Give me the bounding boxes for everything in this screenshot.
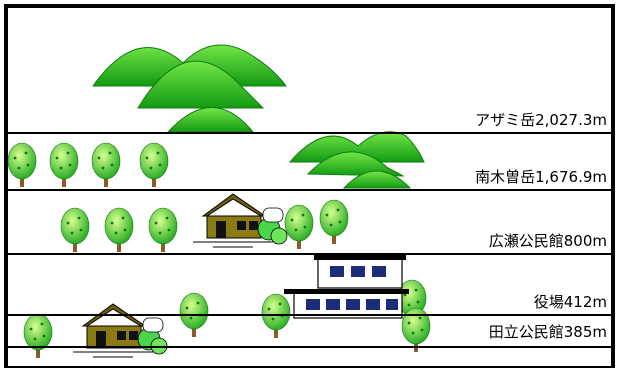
mountain-icon	[288, 131, 425, 189]
tree-icon	[319, 199, 349, 245]
level-line-hirose	[8, 253, 611, 255]
level-line-nagiso	[8, 189, 611, 191]
level-label-hirose: 広瀬公民館800m	[488, 232, 607, 250]
level-label-nagiso: 南木曽岳1,676.9m	[475, 168, 607, 186]
tree-icon	[49, 142, 79, 188]
tree-icon	[261, 293, 291, 339]
level-label-yakuba: 役場412m	[533, 293, 607, 311]
town-hall-icon	[284, 255, 409, 319]
house-icon	[192, 193, 288, 248]
level-label-azami: アザミ岳2,027.3m	[475, 111, 607, 129]
tree-icon	[104, 207, 134, 253]
tree-icon	[148, 207, 178, 253]
tree-icon	[60, 207, 90, 253]
tree-icon	[23, 313, 53, 359]
level-line-yakuba	[8, 314, 611, 316]
altitude-diagram: アザミ岳2,027.3m 南木曽岳1,676.9m 広瀬公民館800m 役場41…	[4, 4, 615, 368]
house-icon	[72, 303, 168, 358]
tree-icon	[284, 204, 314, 250]
level-line-tachi	[8, 346, 611, 348]
scene-illustration	[8, 44, 431, 359]
tree-icon	[8, 142, 37, 188]
level-line-azami	[8, 132, 611, 134]
tree-icon	[91, 142, 121, 188]
tree-icon	[139, 142, 169, 188]
level-label-tachi: 田立公民館385m	[488, 323, 607, 341]
mountain-icon	[92, 44, 287, 133]
